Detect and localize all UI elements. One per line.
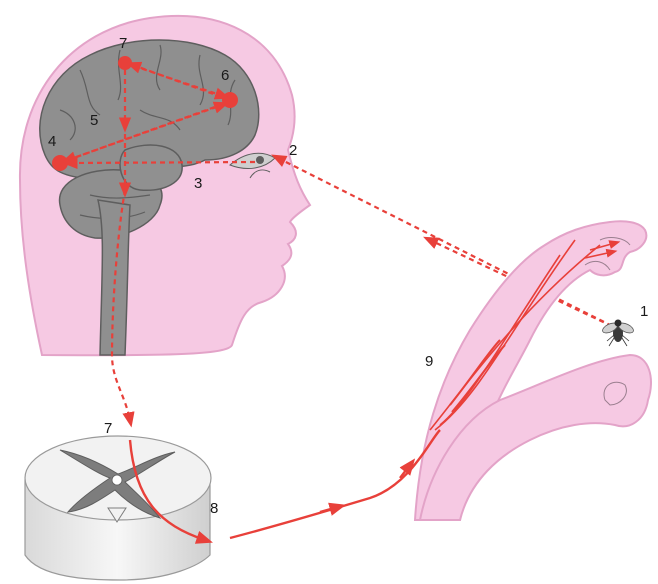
label-6-frontal-area: 6 xyxy=(221,67,229,84)
node-4-visual-cortex xyxy=(52,155,68,171)
label-8-spinal-cord: 8 xyxy=(210,500,218,517)
label-1-stimulus: 1 xyxy=(640,303,648,320)
label-7-spinal-descending: 7 xyxy=(104,420,112,437)
label-9-muscle: 9 xyxy=(425,353,433,370)
brainstem xyxy=(98,200,130,355)
spinal-cord-cross-section xyxy=(25,436,211,580)
label-4-visual-cortex: 4 xyxy=(48,133,56,150)
label-7-motor-cortex: 7 xyxy=(119,35,127,52)
fly-icon xyxy=(601,320,635,347)
label-5-association-area: 5 xyxy=(90,112,98,129)
label-3-optic-pathway: 3 xyxy=(194,175,202,192)
label-2-eye: 2 xyxy=(289,142,297,159)
central-canal xyxy=(112,475,122,485)
